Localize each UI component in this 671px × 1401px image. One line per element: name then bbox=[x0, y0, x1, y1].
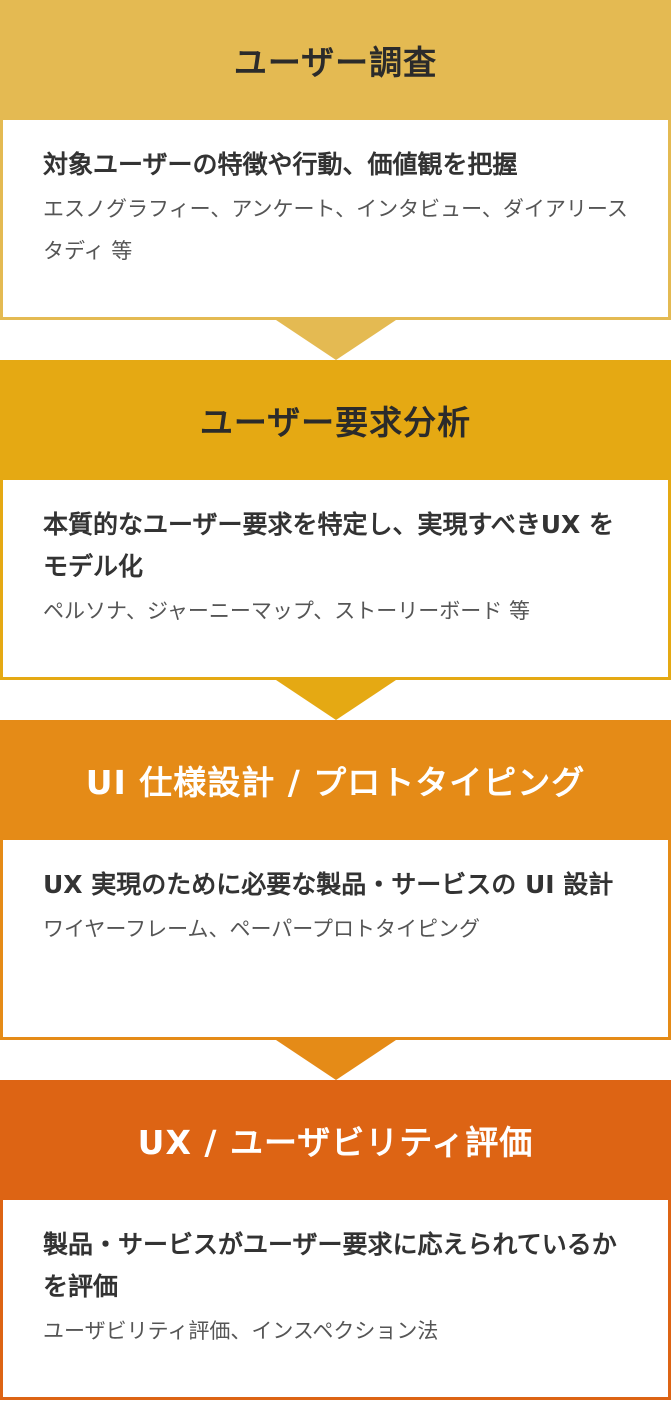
down-arrow-icon bbox=[276, 680, 396, 720]
flow-arrow bbox=[0, 680, 671, 722]
step-headline: 製品・サービスがユーザー要求に応えられているかを評価 bbox=[43, 1230, 617, 1301]
step-body: 対象ユーザーの特徴や行動、価値観を把握 エスノグラフィー、アンケート、インタビュ… bbox=[0, 120, 671, 320]
step-methods: ユーザビリティ評価、インスペクション法 bbox=[43, 1319, 439, 1343]
step-methods: ペルソナ、ジャーニーマップ、ストーリーボード 等 bbox=[43, 599, 530, 623]
step-headline: 対象ユーザーの特徴や行動、価値観を把握 bbox=[43, 150, 518, 179]
step-methods: ワイヤーフレーム、ペーパープロトタイピング bbox=[43, 917, 481, 941]
step-ui-design-prototyping: UI 仕様設計 / プロトタイピング UX 実現のために必要な製品・サービスの … bbox=[0, 720, 671, 1040]
down-arrow-icon bbox=[276, 320, 396, 360]
step-title: UI 仕様設計 / プロトタイピング bbox=[0, 720, 671, 840]
flow-arrow bbox=[0, 320, 671, 362]
step-user-research: ユーザー調査 対象ユーザーの特徴や行動、価値観を把握 エスノグラフィー、アンケー… bbox=[0, 0, 671, 320]
step-title: UX / ユーザビリティ評価 bbox=[0, 1080, 671, 1200]
step-usability-evaluation: UX / ユーザビリティ評価 製品・サービスがユーザー要求に応えられているかを評… bbox=[0, 1080, 671, 1400]
step-body: 製品・サービスがユーザー要求に応えられているかを評価 ユーザビリティ評価、インス… bbox=[0, 1200, 671, 1400]
flow-arrow bbox=[0, 1040, 671, 1082]
step-title: ユーザー調査 bbox=[0, 0, 671, 120]
step-body: 本質的なユーザー要求を特定し、実現すべきUX をモデル化 ペルソナ、ジャーニーマ… bbox=[0, 480, 671, 680]
step-headline: 本質的なユーザー要求を特定し、実現すべきUX をモデル化 bbox=[43, 510, 615, 581]
down-arrow-icon bbox=[276, 1040, 396, 1080]
step-headline: UX 実現のために必要な製品・サービスの UI 設計 bbox=[43, 870, 614, 899]
step-body: UX 実現のために必要な製品・サービスの UI 設計 ワイヤーフレーム、ペーパー… bbox=[0, 840, 671, 1040]
step-requirements-analysis: ユーザー要求分析 本質的なユーザー要求を特定し、実現すべきUX をモデル化 ペル… bbox=[0, 360, 671, 680]
step-methods: エスノグラフィー、アンケート、インタビュー、ダイアリースタディ 等 bbox=[43, 197, 628, 263]
step-title: ユーザー要求分析 bbox=[0, 360, 671, 480]
